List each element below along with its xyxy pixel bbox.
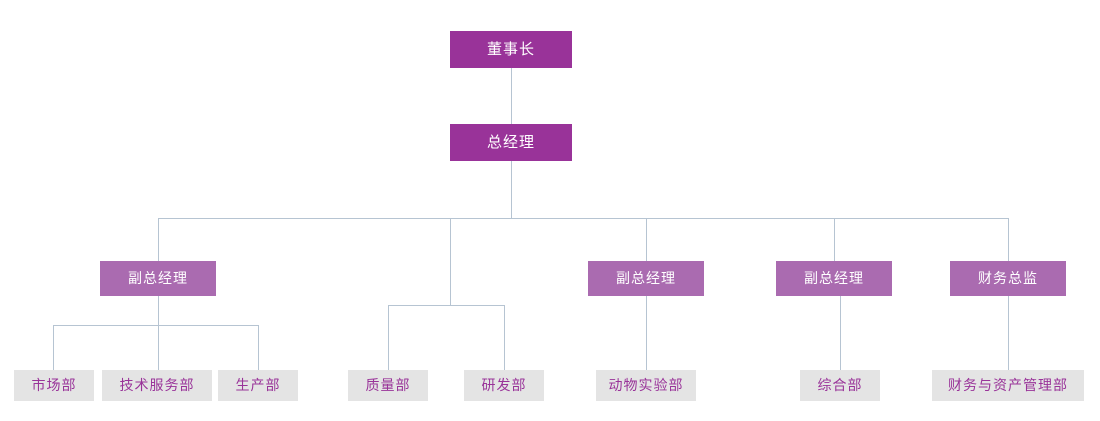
- node-deputy-gm-3[interactable]: 副总经理: [776, 261, 892, 296]
- node-quality[interactable]: 质量部: [348, 370, 428, 401]
- connector-drop-deputy-gm-3: [834, 218, 835, 261]
- connector-drop-marketing: [53, 325, 54, 370]
- node-chairman[interactable]: 董事长: [450, 31, 572, 68]
- node-marketing[interactable]: 市场部: [14, 370, 94, 401]
- node-tech-service[interactable]: 技术服务部: [102, 370, 212, 401]
- node-deputy-gm-2[interactable]: 副总经理: [588, 261, 704, 296]
- node-general-manager[interactable]: 总经理: [450, 124, 572, 161]
- connector-level2-bus: [158, 218, 1009, 219]
- node-rnd[interactable]: 研发部: [464, 370, 544, 401]
- connector-drop-production: [258, 325, 259, 370]
- node-cfo[interactable]: 财务总监: [950, 261, 1066, 296]
- connector-drop-cfo: [1008, 218, 1009, 261]
- connector-drop-quality: [388, 305, 389, 370]
- connector-group1-bus: [53, 325, 259, 326]
- connector-group2-bus: [388, 305, 505, 306]
- connector-drop-animal-lab: [646, 296, 647, 370]
- connector-drop-rnd: [504, 305, 505, 370]
- node-general-affairs[interactable]: 综合部: [800, 370, 880, 401]
- connector-chairman-to-gm: [511, 68, 512, 124]
- connector-gm-stem: [511, 161, 512, 218]
- connector-drop-general-affairs: [840, 296, 841, 370]
- connector-drop-deputy-gm-2: [646, 218, 647, 261]
- node-production[interactable]: 生产部: [218, 370, 298, 401]
- node-deputy-gm-1[interactable]: 副总经理: [100, 261, 216, 296]
- connector-drop-finance-asset: [1008, 296, 1009, 370]
- connector-drop-hidden-node: [450, 218, 451, 305]
- connector-drop-deputy-gm-1: [158, 218, 159, 261]
- node-finance-asset[interactable]: 财务与资产管理部: [932, 370, 1084, 401]
- connector-deputy-gm-1-stem: [158, 296, 159, 325]
- node-animal-lab[interactable]: 动物实验部: [596, 370, 696, 401]
- connector-drop-tech-service: [158, 325, 159, 370]
